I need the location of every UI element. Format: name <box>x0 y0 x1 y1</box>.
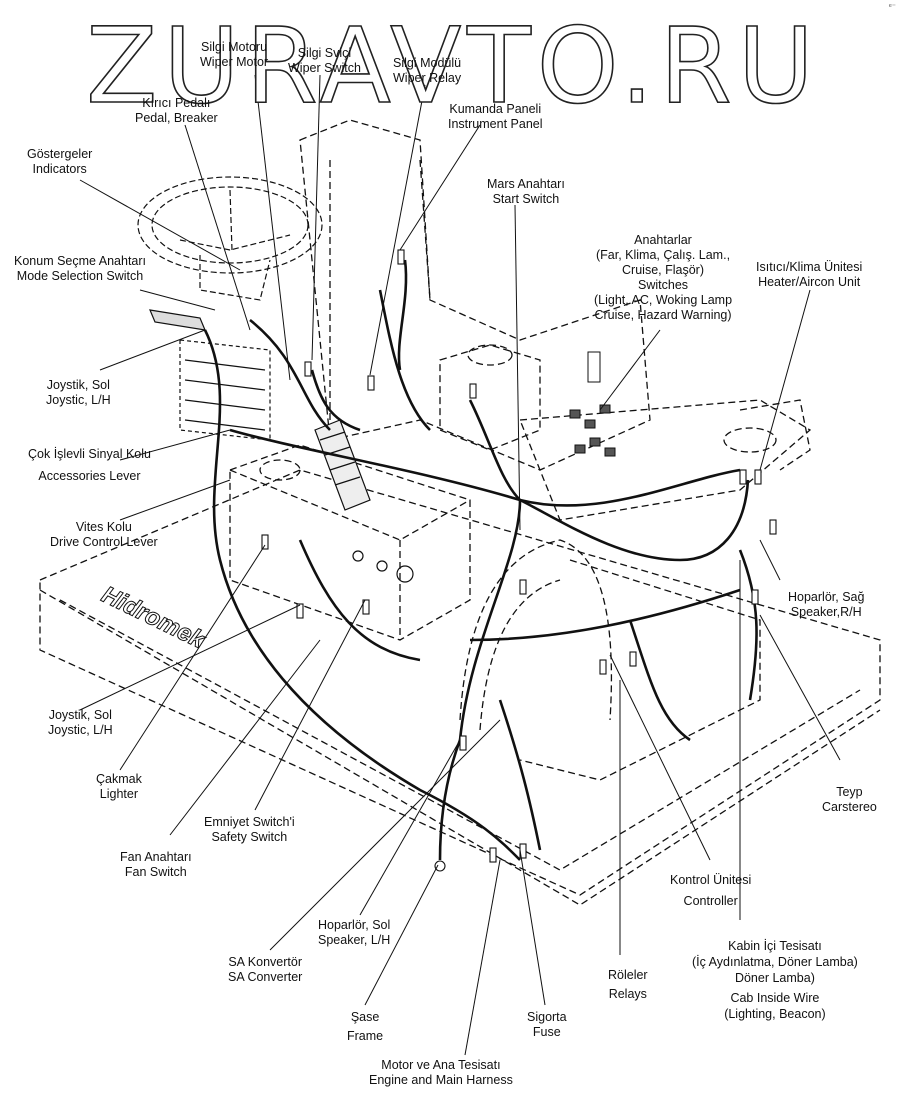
watermark: ZURAVTO.RU <box>85 5 820 127</box>
steering-wheel <box>137 176 323 301</box>
cab-floor-frame <box>39 119 881 906</box>
brand-mark: Hidromek <box>97 581 210 655</box>
switch-bank <box>569 351 616 457</box>
console-joystick <box>314 419 414 583</box>
label-switches: Anahtarlar(Far, Klima, Çalış. Lam.,Cruis… <box>594 233 733 322</box>
label-cab-inside-wire: Kabin İçi Tesisatı(İç Aydınlatma, Döner … <box>692 939 858 1021</box>
corner-mark: ᵉ⁻ <box>888 2 896 11</box>
wiring-harness <box>203 259 758 861</box>
connectors <box>261 249 777 872</box>
joystick-column <box>149 309 271 441</box>
leader-lines <box>79 74 841 1056</box>
